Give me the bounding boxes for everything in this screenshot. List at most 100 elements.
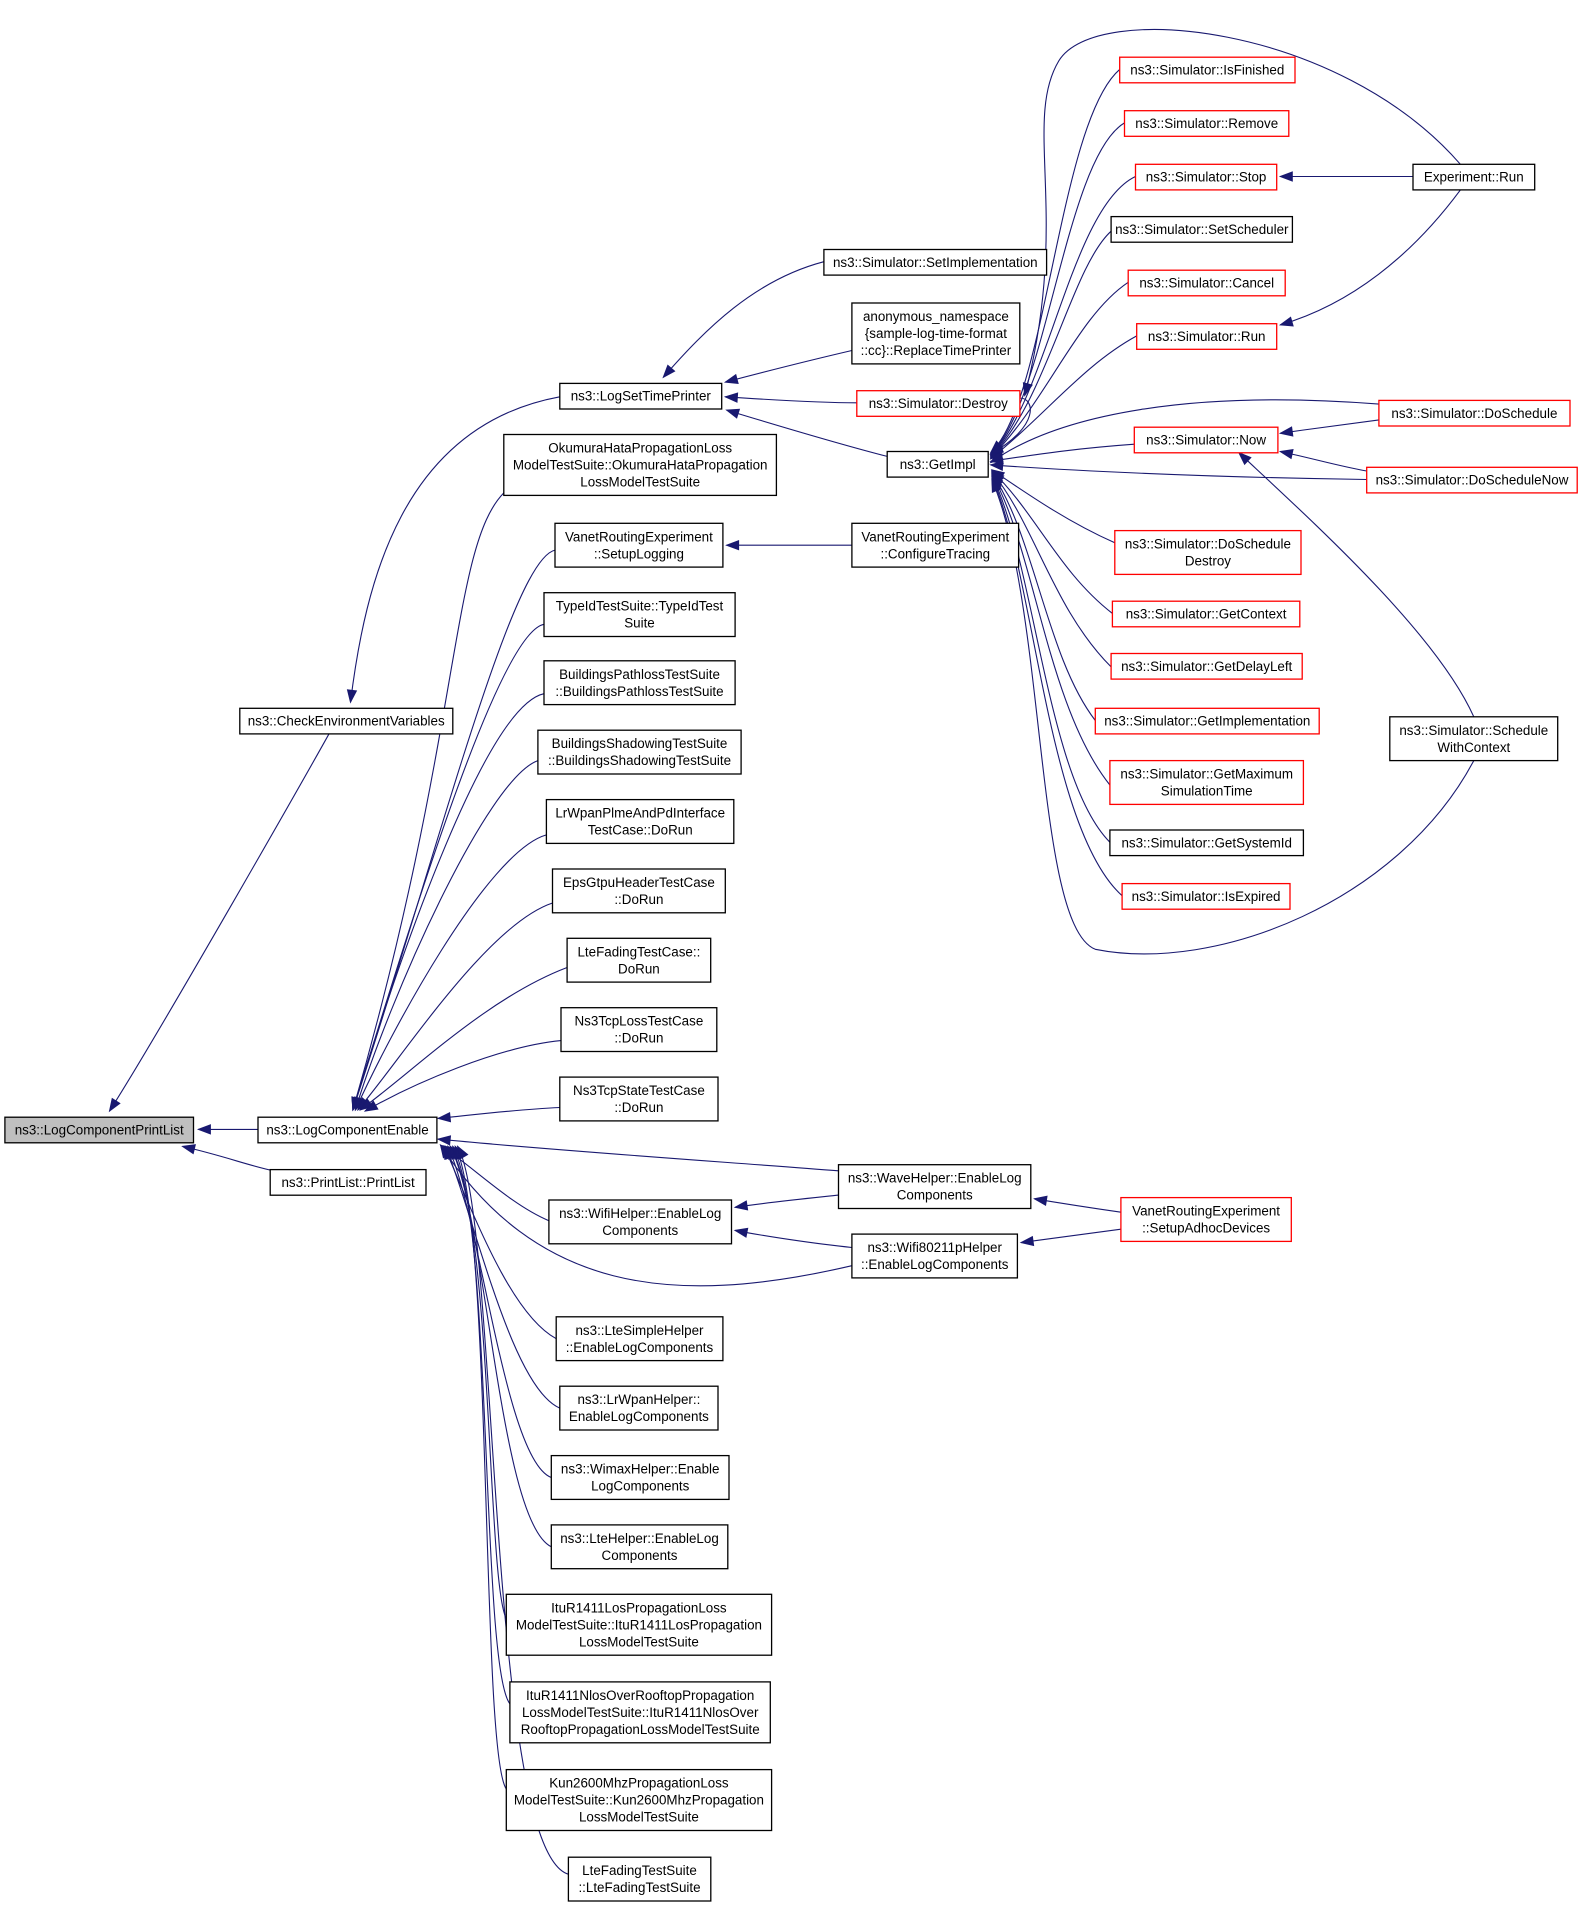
function-node-bldshadow[interactable]: BuildingsShadowingTestSuite::BuildingsSh…: [537, 729, 742, 775]
node-label-line: ns3::LogComponentEnable: [266, 1123, 428, 1138]
function-node-lrwpanhelper[interactable]: ns3::LrWpanHelper::EnableLogComponents: [559, 1385, 719, 1431]
node-label-line: ns3::LteSimpleHelper: [575, 1323, 704, 1338]
function-node-stop[interactable]: ns3::Simulator::Stop: [1134, 163, 1278, 191]
call-edge: [451, 1145, 511, 1705]
node-label-line: Experiment::Run: [1424, 170, 1524, 185]
node-label-line: ns3::WifiHelper::EnableLog: [559, 1206, 721, 1221]
call-edge: [725, 539, 852, 551]
function-node-setscheduler[interactable]: ns3::Simulator::SetScheduler: [1110, 215, 1294, 243]
function-node-tcpstate[interactable]: Ns3TcpStateTestCase::DoRun: [559, 1076, 719, 1122]
node-box: [560, 1007, 718, 1053]
node-box: [559, 1076, 719, 1122]
call-edge: [351, 492, 505, 1112]
function-node-isexpired[interactable]: ns3::Simulator::IsExpired: [1121, 882, 1291, 910]
function-node-exprun[interactable]: Experiment::Run: [1412, 163, 1536, 191]
function-node-settimeprinter[interactable]: ns3::LogSetTimePrinter: [559, 382, 723, 410]
function-node-logenable[interactable]: ns3::LogComponentEnable: [257, 1116, 438, 1144]
function-node-getdelayleft[interactable]: ns3::Simulator::GetDelayLeft: [1110, 652, 1303, 680]
function-node-anon[interactable]: anonymous_namespace{sample-log-time-form…: [851, 302, 1021, 365]
call-edge-line: [726, 409, 888, 457]
call-edge-line: [990, 281, 1129, 458]
function-node-getsystemid[interactable]: ns3::Simulator::GetSystemId: [1109, 829, 1305, 857]
call-edge-line: [447, 1146, 552, 1479]
function-node-itulos[interactable]: ItuR1411LosPropagationLossModelTestSuite…: [505, 1593, 773, 1656]
function-node-ltehelper[interactable]: ns3::LteHelper::EnableLogComponents: [550, 1524, 729, 1570]
arrowhead: [1278, 448, 1294, 460]
call-edge-line: [734, 1229, 852, 1249]
node-label-line: Ns3TcpStateTestCase: [573, 1083, 705, 1098]
function-node-checkenv[interactable]: ns3::CheckEnvironmentVariables: [239, 707, 454, 735]
call-edge-line: [991, 471, 1112, 668]
function-node-wifihelper[interactable]: ns3::WifiHelper::EnableLogComponents: [548, 1199, 733, 1245]
function-node-destroy[interactable]: ns3::Simulator::Destroy: [856, 390, 1021, 417]
function-node-getimplementation[interactable]: ns3::Simulator::GetImplementation: [1094, 707, 1320, 735]
call-edge: [354, 834, 547, 1112]
call-edge: [991, 478, 1475, 955]
function-node-tcploss[interactable]: Ns3TcpLossTestCase::DoRun: [560, 1007, 718, 1053]
call-edge: [181, 1144, 274, 1172]
function-node-now[interactable]: ns3::Simulator::Now: [1133, 426, 1279, 454]
call-edge-line: [352, 623, 545, 1111]
node-label-line: ns3::Simulator::Remove: [1135, 116, 1278, 131]
function-node-bldpathloss[interactable]: BuildingsPathlossTestSuite::BuildingsPat…: [543, 660, 736, 706]
node-label-line: ns3::Simulator::GetDelayLeft: [1121, 659, 1292, 674]
node-box: [856, 390, 1021, 417]
node-label-line: OkumuraHataPropagationLoss: [548, 441, 732, 456]
node-box: [257, 1116, 438, 1144]
function-node-printlistpl[interactable]: ns3::PrintList::PrintList: [269, 1168, 427, 1196]
function-node-epsgtpu[interactable]: EpsGtpuHeaderTestCase::DoRun: [551, 868, 726, 914]
arrowhead: [725, 408, 741, 419]
function-node-wimax[interactable]: ns3::WimaxHelper::EnableLogComponents: [550, 1454, 730, 1501]
call-edge-line: [990, 68, 1121, 454]
function-nodes: ns3::LogComponentPrintListns3::CheckEnvi…: [4, 56, 1578, 1902]
function-node-wifi80211p[interactable]: ns3::Wifi80211pHelper::EnableLogComponen…: [851, 1233, 1019, 1279]
call-edge: [989, 399, 1379, 464]
call-edge-line: [990, 335, 1137, 460]
call-edge-line: [454, 1146, 507, 1790]
function-node-run[interactable]: ns3::Simulator::Run: [1136, 323, 1278, 350]
node-box: [559, 382, 723, 410]
call-edge-line: [991, 473, 1096, 721]
node-label-line: ModelTestSuite::OkumuraHataPropagation: [513, 458, 768, 473]
node-box: [823, 248, 1048, 276]
node-label-line: ItuR1411LosPropagationLoss: [551, 1600, 727, 1615]
function-node-vanettracing[interactable]: VanetRoutingExperiment::ConfigureTracing: [851, 522, 1020, 568]
function-node-ltefadingcase[interactable]: LteFadingTestCase::DoRun: [566, 937, 712, 983]
function-node-isfinished[interactable]: ns3::Simulator::IsFinished: [1119, 56, 1296, 84]
function-node-cancel[interactable]: ns3::Simulator::Cancel: [1127, 269, 1286, 297]
function-node-getcontext[interactable]: ns3::Simulator::GetContext: [1111, 600, 1301, 628]
node-label-line: ns3::Simulator::GetMaximum: [1120, 767, 1293, 782]
function-node-setimpl[interactable]: ns3::Simulator::SetImplementation: [823, 248, 1048, 276]
function-node-doschedulenow[interactable]: ns3::Simulator::DoScheduleNow: [1366, 466, 1578, 494]
function-node-getimpl[interactable]: ns3::GetImpl: [886, 450, 989, 478]
function-node-adhoc[interactable]: VanetRoutingExperiment::SetupAdhocDevice…: [1120, 1196, 1292, 1243]
arrowhead: [662, 364, 676, 379]
node-label-line: ns3::Simulator::IsFinished: [1130, 63, 1284, 78]
function-node-doschedule[interactable]: ns3::Simulator::DoSchedule: [1378, 399, 1571, 427]
arrowhead: [1278, 426, 1294, 437]
function-node-okumura[interactable]: OkumuraHataPropagationLossModelTestSuite…: [503, 433, 778, 497]
function-node-remove[interactable]: ns3::Simulator::Remove: [1123, 110, 1290, 137]
function-node-typeid[interactable]: TypeIdTestSuite::TypeIdTestSuite: [543, 592, 736, 638]
function-node-wavehelper[interactable]: ns3::WaveHelper::EnableLogComponents: [837, 1164, 1032, 1210]
function-node-kun[interactable]: Kun2600MhzPropagationLossModelTestSuite:…: [505, 1768, 773, 1832]
call-edge: [723, 349, 853, 384]
call-edge: [723, 392, 857, 404]
function-node-itunlos[interactable]: ItuR1411NlosOverRooftopPropagationLossMo…: [509, 1681, 771, 1744]
function-node-ltesimple[interactable]: ns3::LteSimpleHelper::EnableLogComponent…: [555, 1316, 724, 1362]
function-node-ltefadingsuite[interactable]: LteFadingTestSuite::LteFadingTestSuite: [567, 1856, 712, 1902]
node-label-line: ns3::Wifi80211pHelper: [867, 1240, 1002, 1255]
call-edge-line: [725, 349, 853, 383]
call-edge: [354, 760, 539, 1112]
arrowhead: [733, 1227, 749, 1238]
call-edge-line: [354, 760, 539, 1111]
node-label-line: WithContext: [1437, 740, 1510, 755]
call-edge: [454, 1145, 507, 1790]
function-node-vanetlogging[interactable]: VanetRoutingExperiment::SetupLogging: [554, 522, 724, 568]
call-edge: [1237, 451, 1475, 718]
call-edge-line: [1024, 29, 1461, 396]
